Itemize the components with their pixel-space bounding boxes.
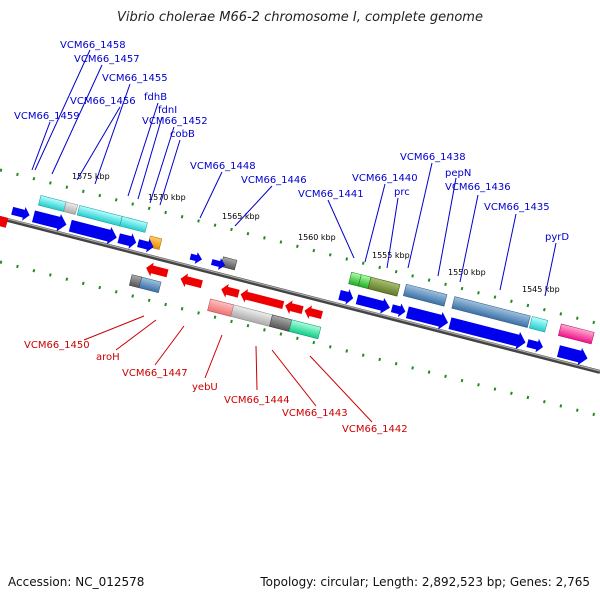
- gene-label-vcm66-1435[interactable]: VCM66_1435: [484, 202, 550, 213]
- gene-label-vcm66-1442[interactable]: VCM66_1442: [342, 424, 408, 435]
- gene-label-aroH[interactable]: aroH: [96, 352, 120, 363]
- reverse-arrow: [0, 215, 9, 228]
- gene-feature-vcm66-1438[interactable]: [403, 283, 448, 307]
- gene-label-vcm66-1440[interactable]: VCM66_1440: [352, 173, 418, 184]
- forward-strand-group: [11, 195, 595, 366]
- kbp-label: 1545 kbp: [522, 285, 560, 294]
- gene-label-vcm66-1457[interactable]: VCM66_1457: [74, 54, 140, 65]
- gene-feature-vcm66-1444[interactable]: [230, 304, 273, 327]
- top-leader-lines: [31, 49, 557, 297]
- strand-arrow: [210, 258, 226, 270]
- gene-label-vcm66-1459[interactable]: VCM66_1459: [14, 111, 80, 122]
- map-title: Vibrio cholerae M66-2 chromosome I, comp…: [117, 10, 483, 25]
- kbp-label: 1565 kbp: [222, 212, 260, 221]
- strand-arrow: [68, 219, 117, 245]
- gene-label-pepN[interactable]: pepN: [445, 168, 471, 179]
- reverse-arrow: [240, 288, 285, 310]
- reverse-arrow: [304, 305, 323, 319]
- strand-arrow: [31, 210, 67, 232]
- gene-label-vcm66-1452[interactable]: VCM66_1452: [142, 116, 208, 127]
- strand-arrow: [338, 289, 354, 305]
- kbp-label: 1575 kbp: [72, 172, 110, 181]
- chromosome-backbone-highlight: [0, 216, 600, 372]
- bottom-leader-lines: [83, 315, 373, 423]
- reverse-arrow: [221, 283, 240, 298]
- gene-feature-vcm66-1435[interactable]: [528, 316, 549, 333]
- gene-feature-vcm66-1456[interactable]: [119, 216, 148, 233]
- kbp-label: 1560 kbp: [298, 233, 336, 242]
- strand-arrow: [117, 233, 137, 249]
- gene-feature-vcm66-1442[interactable]: [288, 319, 322, 340]
- gene-label-prc[interactable]: prc: [394, 187, 410, 198]
- gene-feature-yebU[interactable]: [207, 298, 235, 317]
- gene-feature-pepN[interactable]: [451, 296, 531, 328]
- strand-arrow: [556, 345, 588, 366]
- strand-arrow: [405, 306, 449, 330]
- reverse-arrow: [285, 300, 304, 315]
- gene-feature-aroH[interactable]: [138, 276, 162, 294]
- gene-label-vcm66-1438[interactable]: VCM66_1438: [400, 152, 466, 163]
- kbp-label: 1570 kbp: [148, 193, 186, 202]
- gene-feature-pyrD[interactable]: [558, 323, 595, 345]
- strand-arrow: [526, 338, 543, 353]
- gene-feature-vcm66-1443[interactable]: [269, 314, 293, 332]
- reverse-arrow: [146, 262, 169, 278]
- gene-label-vcm66-1444[interactable]: VCM66_1444: [224, 395, 290, 406]
- reverse-arrow: [180, 273, 203, 289]
- gene-label-vcm66-1441[interactable]: VCM66_1441: [298, 189, 364, 200]
- gene-feature-vcm66-1455[interactable]: [76, 205, 123, 227]
- gene-label-fdnI[interactable]: fdnI: [158, 105, 177, 116]
- gene-label-fdhB[interactable]: fdhB: [144, 92, 167, 103]
- gene-label-vcm66-1450[interactable]: VCM66_1450: [24, 340, 90, 351]
- strand-arrow: [390, 303, 406, 318]
- reverse-strand-group: [0, 215, 323, 340]
- gene-label-vcm66-1446[interactable]: VCM66_1446: [241, 175, 307, 186]
- strand-arrow: [137, 238, 154, 253]
- gene-label-vcm66-1448[interactable]: VCM66_1448: [190, 161, 256, 172]
- chromosome-backbone: [0, 216, 600, 374]
- gene-label-vcm66-1443[interactable]: VCM66_1443: [282, 408, 348, 419]
- gene-label-yebU[interactable]: yebU: [192, 382, 218, 393]
- strand-arrow: [189, 252, 203, 264]
- gene-feature-vcm66-1458[interactable]: [38, 195, 67, 212]
- strand-arrow: [448, 317, 526, 350]
- strand-arrow: [11, 206, 30, 221]
- gene-label-vcm66-1455[interactable]: VCM66_1455: [102, 73, 168, 84]
- gene-label-vcm66-1436[interactable]: VCM66_1436: [445, 182, 511, 193]
- kbp-label: 1550 kbp: [448, 268, 486, 277]
- gene-label-cobB[interactable]: cobB: [170, 129, 195, 140]
- gene-label-vcm66-1447[interactable]: VCM66_1447: [122, 368, 188, 379]
- kbp-label: 1555 kbp: [372, 251, 410, 260]
- gene-label-pyrD[interactable]: pyrD: [545, 232, 569, 243]
- lower-tick-row: [0, 260, 600, 418]
- upper-tick-row: [0, 168, 600, 326]
- gene-label-vcm66-1456[interactable]: VCM66_1456: [70, 96, 136, 107]
- genome-summary-text: Topology: circular; Length: 2,892,523 bp…: [260, 575, 590, 589]
- accession-text: Accession: NC_012578: [8, 575, 145, 589]
- strand-arrow: [355, 294, 390, 314]
- gene-feature-prc[interactable]: [367, 276, 401, 297]
- gene-label-vcm66-1458[interactable]: VCM66_1458: [60, 40, 126, 51]
- gene-feature-vcm66-1457[interactable]: [63, 201, 79, 215]
